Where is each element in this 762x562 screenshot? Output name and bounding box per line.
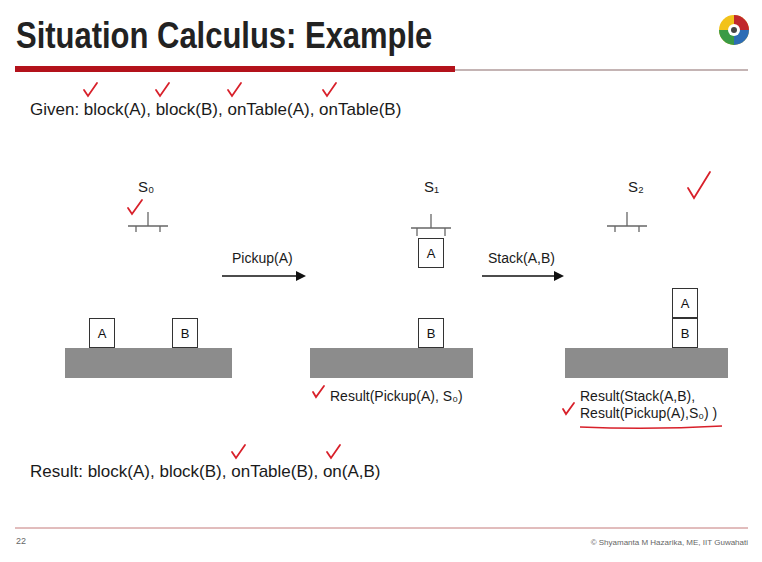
situation-name: S₁ bbox=[424, 178, 439, 196]
situation-name: S₂ bbox=[628, 178, 644, 196]
title-bar bbox=[15, 66, 455, 72]
block-box: B bbox=[418, 318, 444, 348]
block-label: A bbox=[427, 246, 436, 261]
result-facts: Result: block(A), block(B), onTable(B), … bbox=[30, 462, 381, 482]
situation-term: Result(Stack(A,B), Result(Pickup(A),S₀) … bbox=[580, 388, 755, 422]
block-label: A bbox=[681, 296, 690, 311]
table-slab bbox=[565, 348, 728, 378]
situation-name: S₀ bbox=[138, 178, 154, 196]
title-rule bbox=[455, 69, 748, 70]
block-box: A bbox=[672, 288, 698, 318]
block-box: B bbox=[172, 318, 198, 348]
gripper bbox=[128, 212, 168, 232]
slide-title: Situation Calculus: Example bbox=[16, 14, 432, 57]
given-facts: Given: block(A), block(B), onTable(A), o… bbox=[30, 100, 401, 120]
block-label: A bbox=[98, 326, 107, 341]
action-label: Stack(A,B) bbox=[488, 250, 555, 267]
slide-number: 22 bbox=[16, 536, 26, 547]
underline-mark bbox=[580, 426, 722, 428]
block-label: B bbox=[681, 326, 690, 341]
block-box: A bbox=[418, 238, 444, 268]
table-slab bbox=[65, 348, 232, 378]
action-arrow bbox=[222, 271, 306, 281]
block-box: A bbox=[89, 318, 115, 348]
block-box: B bbox=[672, 318, 698, 348]
footer-rule bbox=[15, 528, 748, 529]
action-arrow bbox=[482, 271, 564, 281]
gripper bbox=[411, 214, 451, 236]
logo bbox=[719, 15, 749, 45]
copyright-note: © Shyamanta M Hazarika, ME, IIT Guwahati bbox=[591, 538, 748, 548]
gripper bbox=[607, 212, 647, 232]
table-slab bbox=[310, 348, 473, 378]
block-label: B bbox=[181, 326, 190, 341]
block-label: B bbox=[427, 326, 436, 341]
action-label: Pickup(A) bbox=[232, 250, 293, 267]
situation-term: Result(Pickup(A), S₀) bbox=[330, 388, 463, 405]
